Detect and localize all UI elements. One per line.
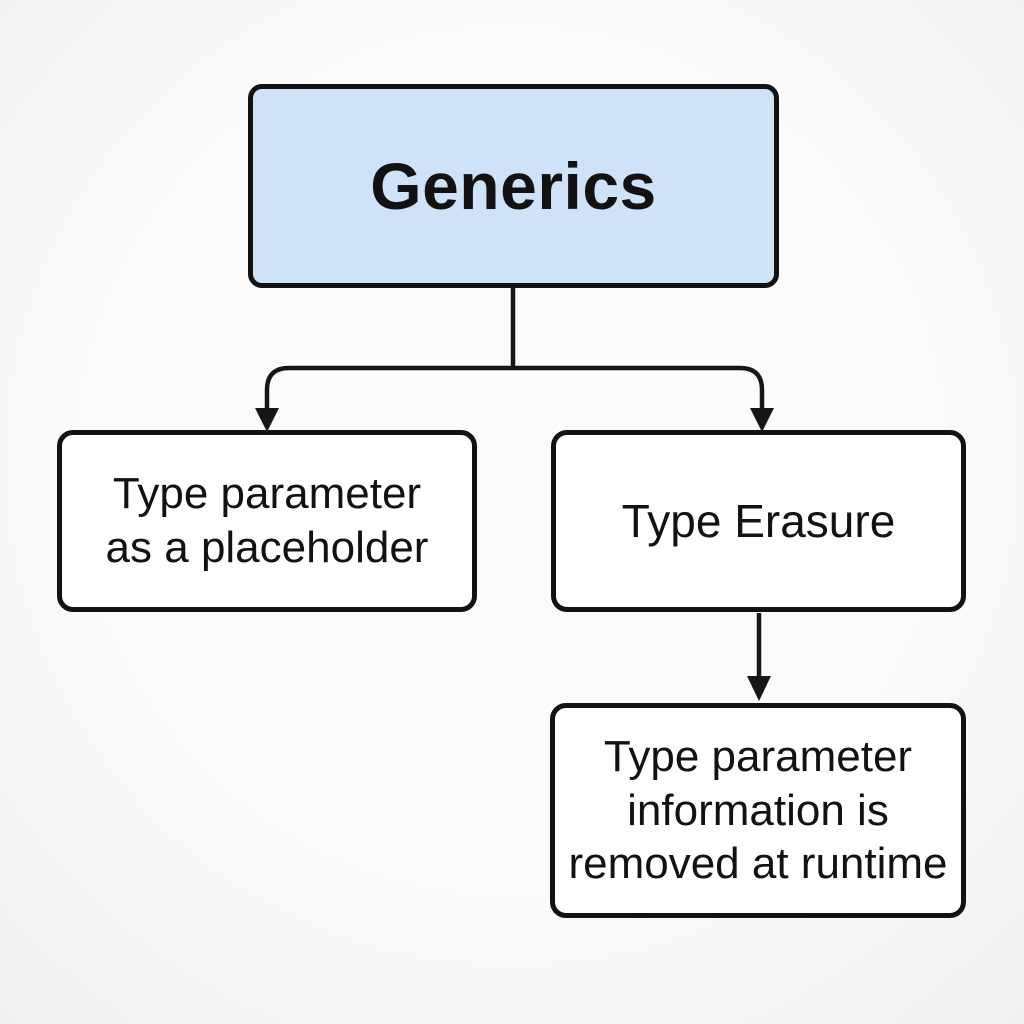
node-erasure-detail-label-line2: information is — [627, 785, 889, 835]
node-erasure-detail: Type parameter information is removed at… — [550, 703, 966, 918]
node-type-parameter-placeholder-label-line1: Type parameter — [112, 469, 422, 519]
arrowhead-to-placeholder — [255, 408, 279, 432]
arrowhead-to-detail — [747, 676, 771, 701]
edge-generics-branch — [264, 288, 765, 412]
node-type-parameter-placeholder-label-line2: as a placeholder — [105, 523, 429, 572]
node-type-parameter-placeholder: Type parameter as a placeholder — [57, 430, 477, 612]
node-generics: Generics — [248, 84, 779, 288]
node-generics-label: Generics — [370, 148, 657, 223]
arrowhead-to-erasure — [750, 408, 774, 432]
node-erasure-detail-label-line1: Type parameter — [603, 731, 913, 781]
node-type-erasure-label: Type Erasure — [621, 494, 896, 547]
node-type-erasure: Type Erasure — [551, 430, 966, 612]
node-erasure-detail-label-line3: removed at runtime — [568, 839, 948, 889]
